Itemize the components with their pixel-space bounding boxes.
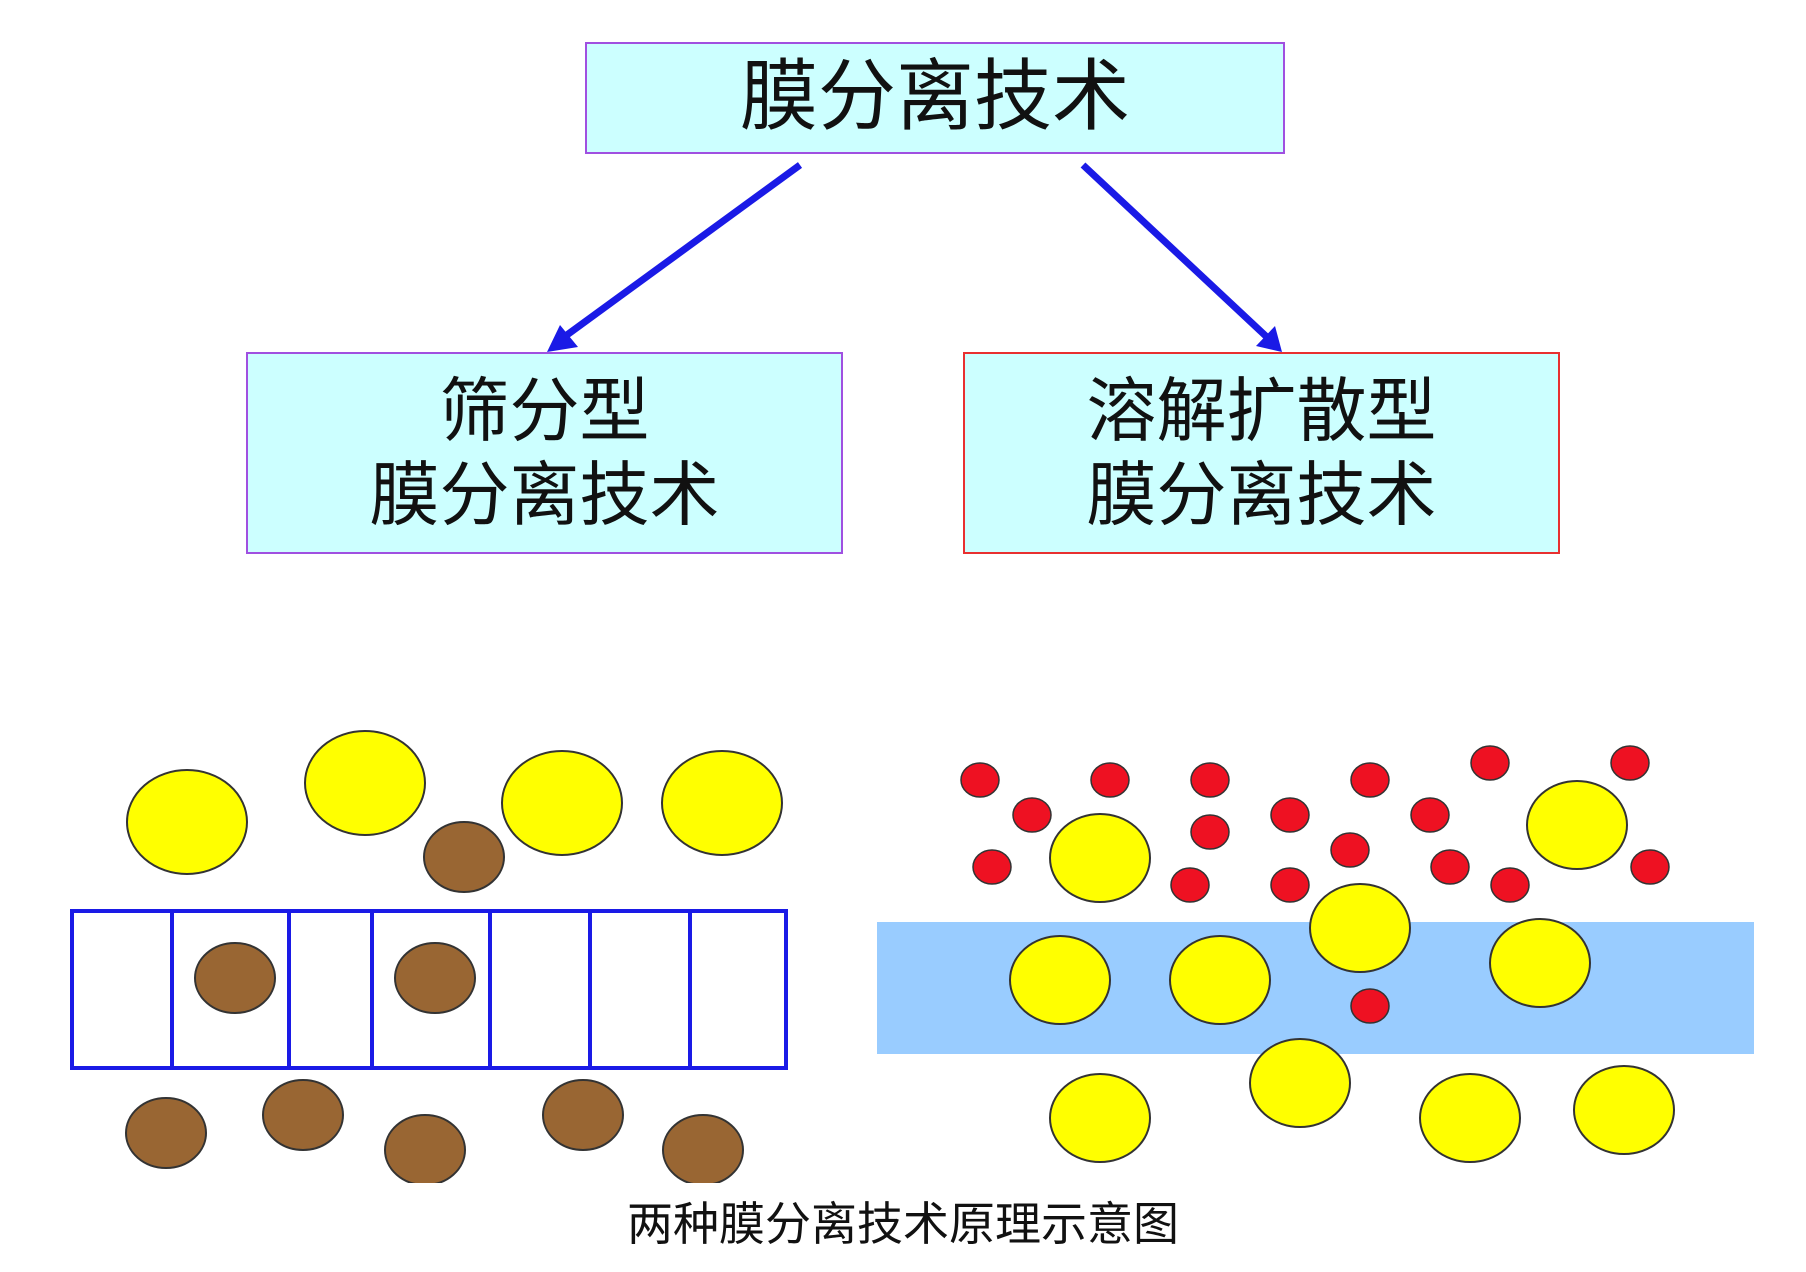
large-particle: [661, 750, 783, 856]
small-particle: [1270, 797, 1310, 833]
medium-particle: [194, 942, 276, 1014]
small-particle: [1012, 797, 1052, 833]
sieve-type-box: 筛分型 膜分离技术: [246, 352, 843, 554]
small-particle: [1190, 762, 1230, 798]
large-particle: [1419, 1073, 1521, 1163]
small-particle: [1610, 745, 1650, 781]
large-particle: [1309, 883, 1411, 973]
sieve-membrane: [70, 909, 788, 1070]
small-particle: [1630, 849, 1670, 885]
small-particle: [1090, 762, 1130, 798]
sieve-type-line1: 筛分型: [439, 370, 650, 452]
medium-particle: [423, 821, 505, 893]
diffusion-type-line2: 膜分离技术: [1086, 454, 1437, 536]
arrow-to-sieve: [547, 162, 803, 352]
sieve-type-line2: 膜分离技术: [369, 454, 720, 536]
large-particle: [126, 769, 248, 875]
diffusion-type-box: 溶解扩散型 膜分离技术: [963, 352, 1560, 554]
small-particle: [1350, 988, 1390, 1024]
medium-particle: [394, 942, 476, 1014]
root-node-box: 膜分离技术: [585, 42, 1285, 154]
small-particle: [960, 762, 1000, 798]
root-label: 膜分离技术: [739, 52, 1130, 143]
large-particle: [1249, 1038, 1351, 1128]
small-particle: [972, 849, 1012, 885]
large-particle: [1049, 1073, 1151, 1163]
large-particle: [304, 730, 426, 836]
medium-particle: [125, 1097, 207, 1169]
small-particle: [1490, 867, 1530, 903]
arrow-to-diffusion: [1080, 162, 1282, 352]
large-particle: [1526, 780, 1628, 870]
large-particle: [1489, 918, 1591, 1008]
large-particle: [1049, 813, 1151, 903]
large-particle: [1169, 935, 1271, 1025]
medium-particle: [542, 1079, 624, 1151]
small-particle: [1270, 867, 1310, 903]
small-particle: [1350, 762, 1390, 798]
small-particle: [1470, 745, 1510, 781]
large-particle: [1009, 935, 1111, 1025]
large-particle: [1573, 1065, 1675, 1155]
small-particle: [1330, 832, 1370, 868]
small-particle: [1170, 867, 1210, 903]
diffusion-type-line1: 溶解扩散型: [1086, 370, 1437, 452]
small-particle: [1190, 814, 1230, 850]
small-particle: [1410, 797, 1450, 833]
large-particle: [501, 750, 623, 856]
figure-caption: 两种膜分离技术原理示意图: [627, 1197, 1179, 1251]
small-particle: [1430, 849, 1470, 885]
medium-particle: [262, 1079, 344, 1151]
